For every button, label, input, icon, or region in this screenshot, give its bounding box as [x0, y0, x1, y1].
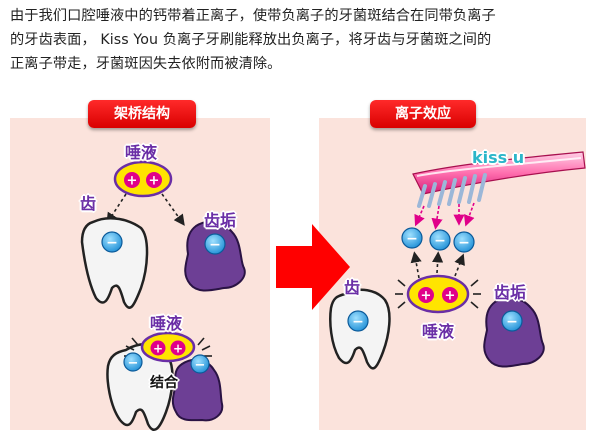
negative-ion-icon	[401, 227, 423, 249]
bond-label: 结合	[150, 375, 178, 391]
released-negative-ions: − − −	[401, 227, 475, 253]
intro-line-2: 的牙齿表面， Kiss You 负离子牙刷能释放出负离子，将牙齿与牙菌斑之间的	[10, 32, 492, 48]
ion-release-arrow	[431, 205, 443, 230]
plaque-label-right: 齿垢	[494, 283, 527, 302]
svg-text:−: −	[352, 314, 364, 330]
svg-text:−: −	[434, 233, 446, 249]
toothbrush-icon	[412, 151, 586, 208]
saliva-calcium-group: + +	[113, 160, 173, 198]
intro-line-3: 正离子带走，牙菌斑因失去依附而被清除。	[10, 56, 282, 72]
negative-ion-icon	[347, 310, 369, 332]
bridge-structure-diagram: + + − − + + − −	[80, 160, 246, 431]
plaque-label: 齿垢	[204, 211, 237, 230]
plaque-icon	[184, 220, 246, 292]
bonded-plaque-icon	[171, 358, 224, 422]
detached-plaque-icon	[483, 296, 545, 368]
positive-ion-icon	[442, 287, 458, 303]
svg-text:+: +	[149, 174, 160, 189]
ion-effect-diagram: − − − + + − −	[329, 151, 586, 370]
ion-attraction-arrow	[432, 251, 444, 274]
svg-text:+: +	[421, 289, 432, 304]
negative-ion-icon	[429, 229, 451, 251]
negative-ion-icon	[204, 233, 226, 255]
bonded-saliva-icon	[140, 331, 196, 363]
negative-ion-icon	[453, 231, 475, 253]
tooth-label-right: 齿	[344, 278, 361, 297]
svg-text:+: +	[445, 289, 456, 304]
positive-ion-icon	[146, 172, 162, 188]
ion-effect-title: 离子效应	[370, 100, 476, 128]
tooth-icon	[80, 217, 149, 309]
negative-ion-icon	[123, 352, 143, 372]
intro-line-1: 由于我们口腔唾液中的钙带着正离子，使带负离子的牙菌斑结合在同带负离子	[10, 8, 496, 24]
bonded-saliva-label: 唾液	[150, 314, 183, 333]
negative-ion-icon	[190, 354, 210, 374]
positive-ion-icon	[418, 287, 434, 303]
svg-text:−: −	[195, 358, 206, 373]
saliva-spark-lines	[395, 279, 481, 309]
svg-text:+: +	[127, 174, 138, 189]
ion-attraction-arrow	[410, 251, 422, 279]
intro-text: 由于我们口腔唾液中的钙带着正离子，使带负离子的牙菌斑结合在同带负离子 的牙齿表面…	[10, 4, 594, 76]
svg-text:−: −	[128, 356, 139, 371]
svg-text:+: +	[153, 342, 163, 356]
big-right-arrow-icon	[276, 224, 350, 310]
ion-release-arrow	[463, 202, 475, 227]
saliva-calcium-icon	[406, 274, 470, 314]
ion-release-arrow	[414, 205, 425, 227]
attraction-arrow	[161, 193, 185, 226]
svg-text:−: −	[458, 235, 470, 251]
ion-attraction-arrow	[454, 253, 465, 277]
svg-text:+: +	[173, 342, 183, 356]
svg-text:−: −	[406, 231, 418, 247]
saliva-label: 唾液	[125, 143, 158, 162]
negative-ion-icon	[501, 310, 523, 332]
svg-text:−: −	[209, 237, 221, 253]
attraction-arrow	[106, 193, 127, 225]
positive-ion-icon	[124, 172, 140, 188]
tooth-label: 齿	[80, 194, 97, 213]
brand-label: kiss u	[472, 148, 525, 167]
negative-ion-icon	[101, 231, 123, 253]
positive-ion-icon	[170, 340, 186, 356]
positive-ion-icon	[150, 340, 166, 356]
bridge-structure-title: 架桥结构	[88, 100, 196, 128]
svg-text:−: −	[506, 314, 518, 330]
svg-text:−: −	[106, 235, 118, 251]
saliva-label-right: 唾液	[422, 322, 455, 341]
